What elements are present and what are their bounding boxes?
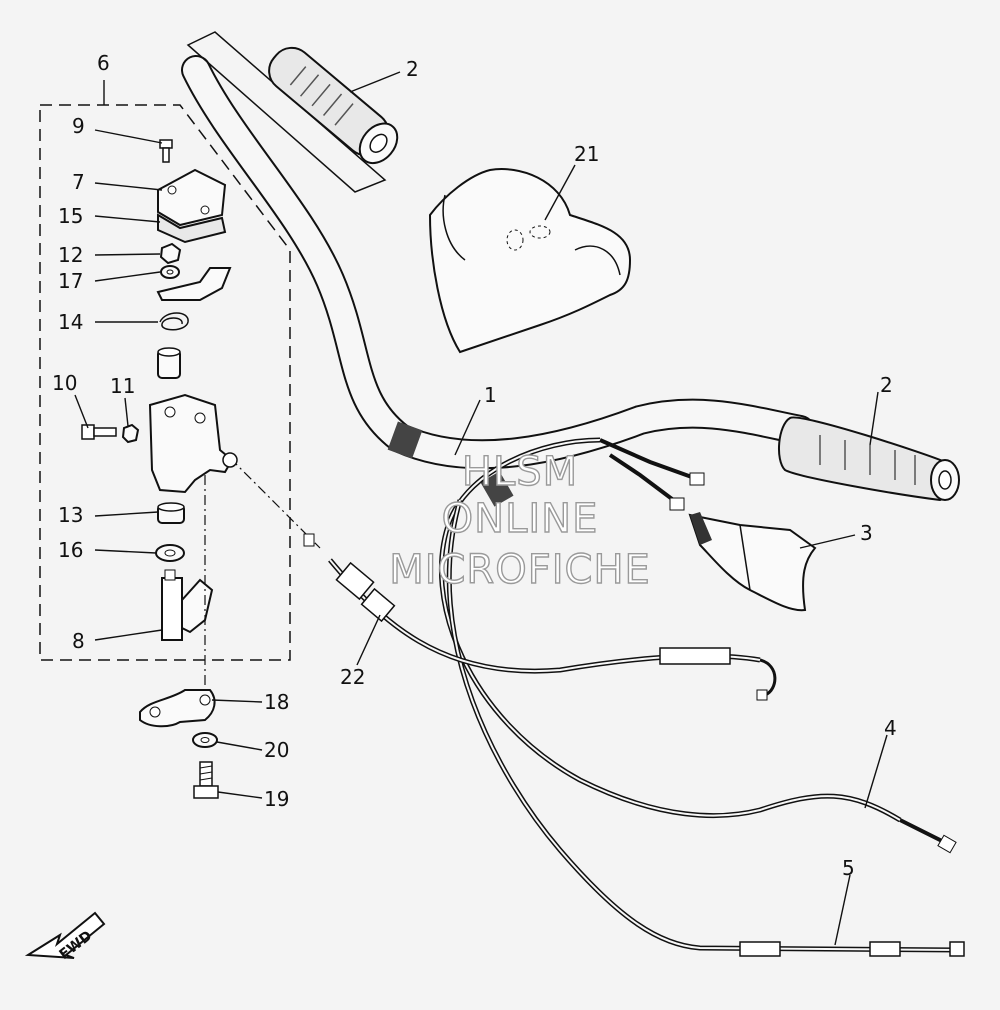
callout-2-left-grip: 2 [406, 57, 419, 81]
callout-3: 3 [860, 521, 873, 545]
handlebar-cover [428, 168, 632, 354]
lever-bracket [156, 267, 232, 301]
leader-lines [74, 71, 888, 946]
callout-17: 17 [58, 269, 83, 293]
clamp-18 [139, 689, 216, 728]
nut-11 [121, 423, 140, 444]
callout-8: 8 [72, 629, 85, 653]
callout-5: 5 [842, 856, 855, 880]
cables [229, 437, 965, 957]
bolt-19 [193, 761, 219, 799]
screw-9 [159, 139, 173, 163]
grip-left [268, 46, 399, 165]
callout-15: 15 [58, 204, 83, 228]
grip-right [778, 416, 960, 502]
callout-7: 7 [72, 170, 85, 194]
callout-10: 10 [52, 371, 77, 395]
callout-2-right-grip: 2 [880, 373, 893, 397]
callout-21: 21 [574, 142, 599, 166]
bolt-10 [81, 424, 117, 440]
cover-7 [157, 168, 227, 227]
throttle-lever [688, 512, 817, 612]
callout-12: 12 [58, 243, 83, 267]
gasket-15 [157, 213, 227, 244]
callout-9: 9 [72, 114, 85, 138]
callout-14: 14 [58, 310, 83, 334]
callout-18: 18 [264, 690, 289, 714]
watermark-line-2: ONLINE [442, 496, 599, 542]
callout-22: 22 [340, 665, 365, 689]
watermark: HLSM ONLINE MICROFICHE [388, 448, 651, 593]
handlebar-knurl-left [387, 421, 423, 459]
callout-11: 11 [110, 374, 135, 398]
callout-19: 19 [264, 787, 289, 811]
washer-16 [155, 544, 185, 562]
assembly-6-dashed-outline [39, 104, 291, 661]
throttle-housing [148, 393, 238, 494]
callout-4: 4 [884, 716, 897, 740]
collar [157, 347, 181, 379]
callout-6: 6 [97, 51, 110, 75]
washer-20 [192, 732, 218, 748]
washer-17 [160, 265, 180, 279]
callout-numbers: 1 2 2 3 4 5 6 7 8 9 10 11 12 13 14 15 16… [52, 51, 897, 880]
bushing-13 [157, 502, 185, 524]
spring-14 [159, 312, 189, 331]
nut-12 [159, 242, 182, 265]
callout-1: 1 [484, 383, 497, 407]
handlebar-knurl-right [480, 471, 514, 507]
callout-13: 13 [58, 503, 83, 527]
fwd-arrow: FWD [24, 911, 106, 963]
callout-16: 16 [58, 538, 83, 562]
watermark-line-1: HLSM [462, 449, 578, 495]
lever-8 [161, 569, 214, 641]
handlebar [181, 55, 815, 507]
callout-20: 20 [264, 738, 289, 762]
left-grip-outline [186, 31, 387, 193]
watermark-line-3: MICROFICHE [389, 547, 651, 593]
